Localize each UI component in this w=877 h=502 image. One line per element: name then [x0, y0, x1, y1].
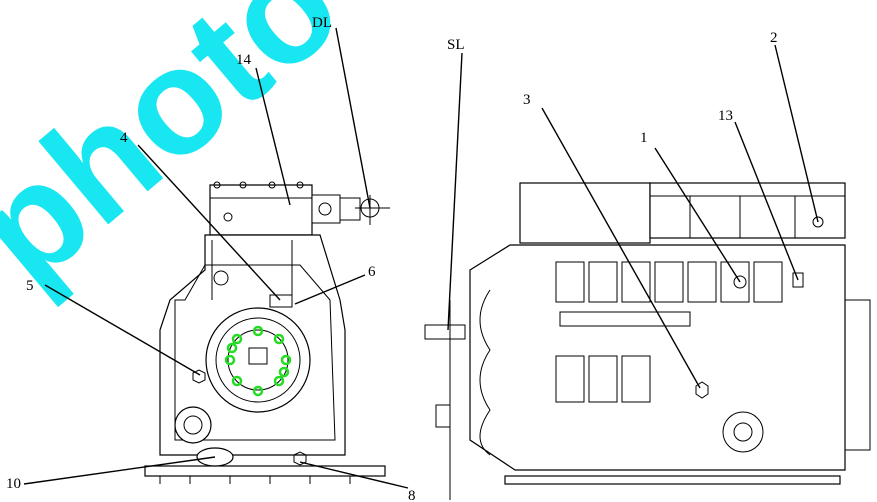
label-8: 8	[408, 488, 416, 502]
label-13: 13	[718, 108, 733, 124]
discharge-valve	[311, 194, 390, 225]
oil-pump-flange	[205, 307, 311, 413]
base-plate-left	[144, 465, 386, 477]
compressor-end-view	[144, 181, 390, 484]
cylinder-head-left	[209, 184, 313, 236]
motor-housing	[469, 244, 846, 471]
label-4: 4	[120, 130, 128, 146]
label-3: 3	[523, 92, 531, 108]
terminal-box	[519, 182, 651, 244]
compressor-side-view	[424, 182, 871, 500]
label-6: 6	[368, 264, 376, 280]
suction-valve	[424, 300, 466, 500]
label-10: 10	[6, 476, 21, 492]
label-sl: SL	[447, 37, 465, 53]
label-dl: DL	[312, 15, 332, 31]
leader-lines	[23, 27, 819, 489]
pump-bolts	[224, 325, 292, 397]
label-2: 2	[770, 30, 778, 46]
label-14: 14	[236, 52, 252, 68]
label-1: 1	[640, 130, 648, 146]
label-5: 5	[26, 278, 34, 294]
base-plate-right	[504, 475, 841, 485]
